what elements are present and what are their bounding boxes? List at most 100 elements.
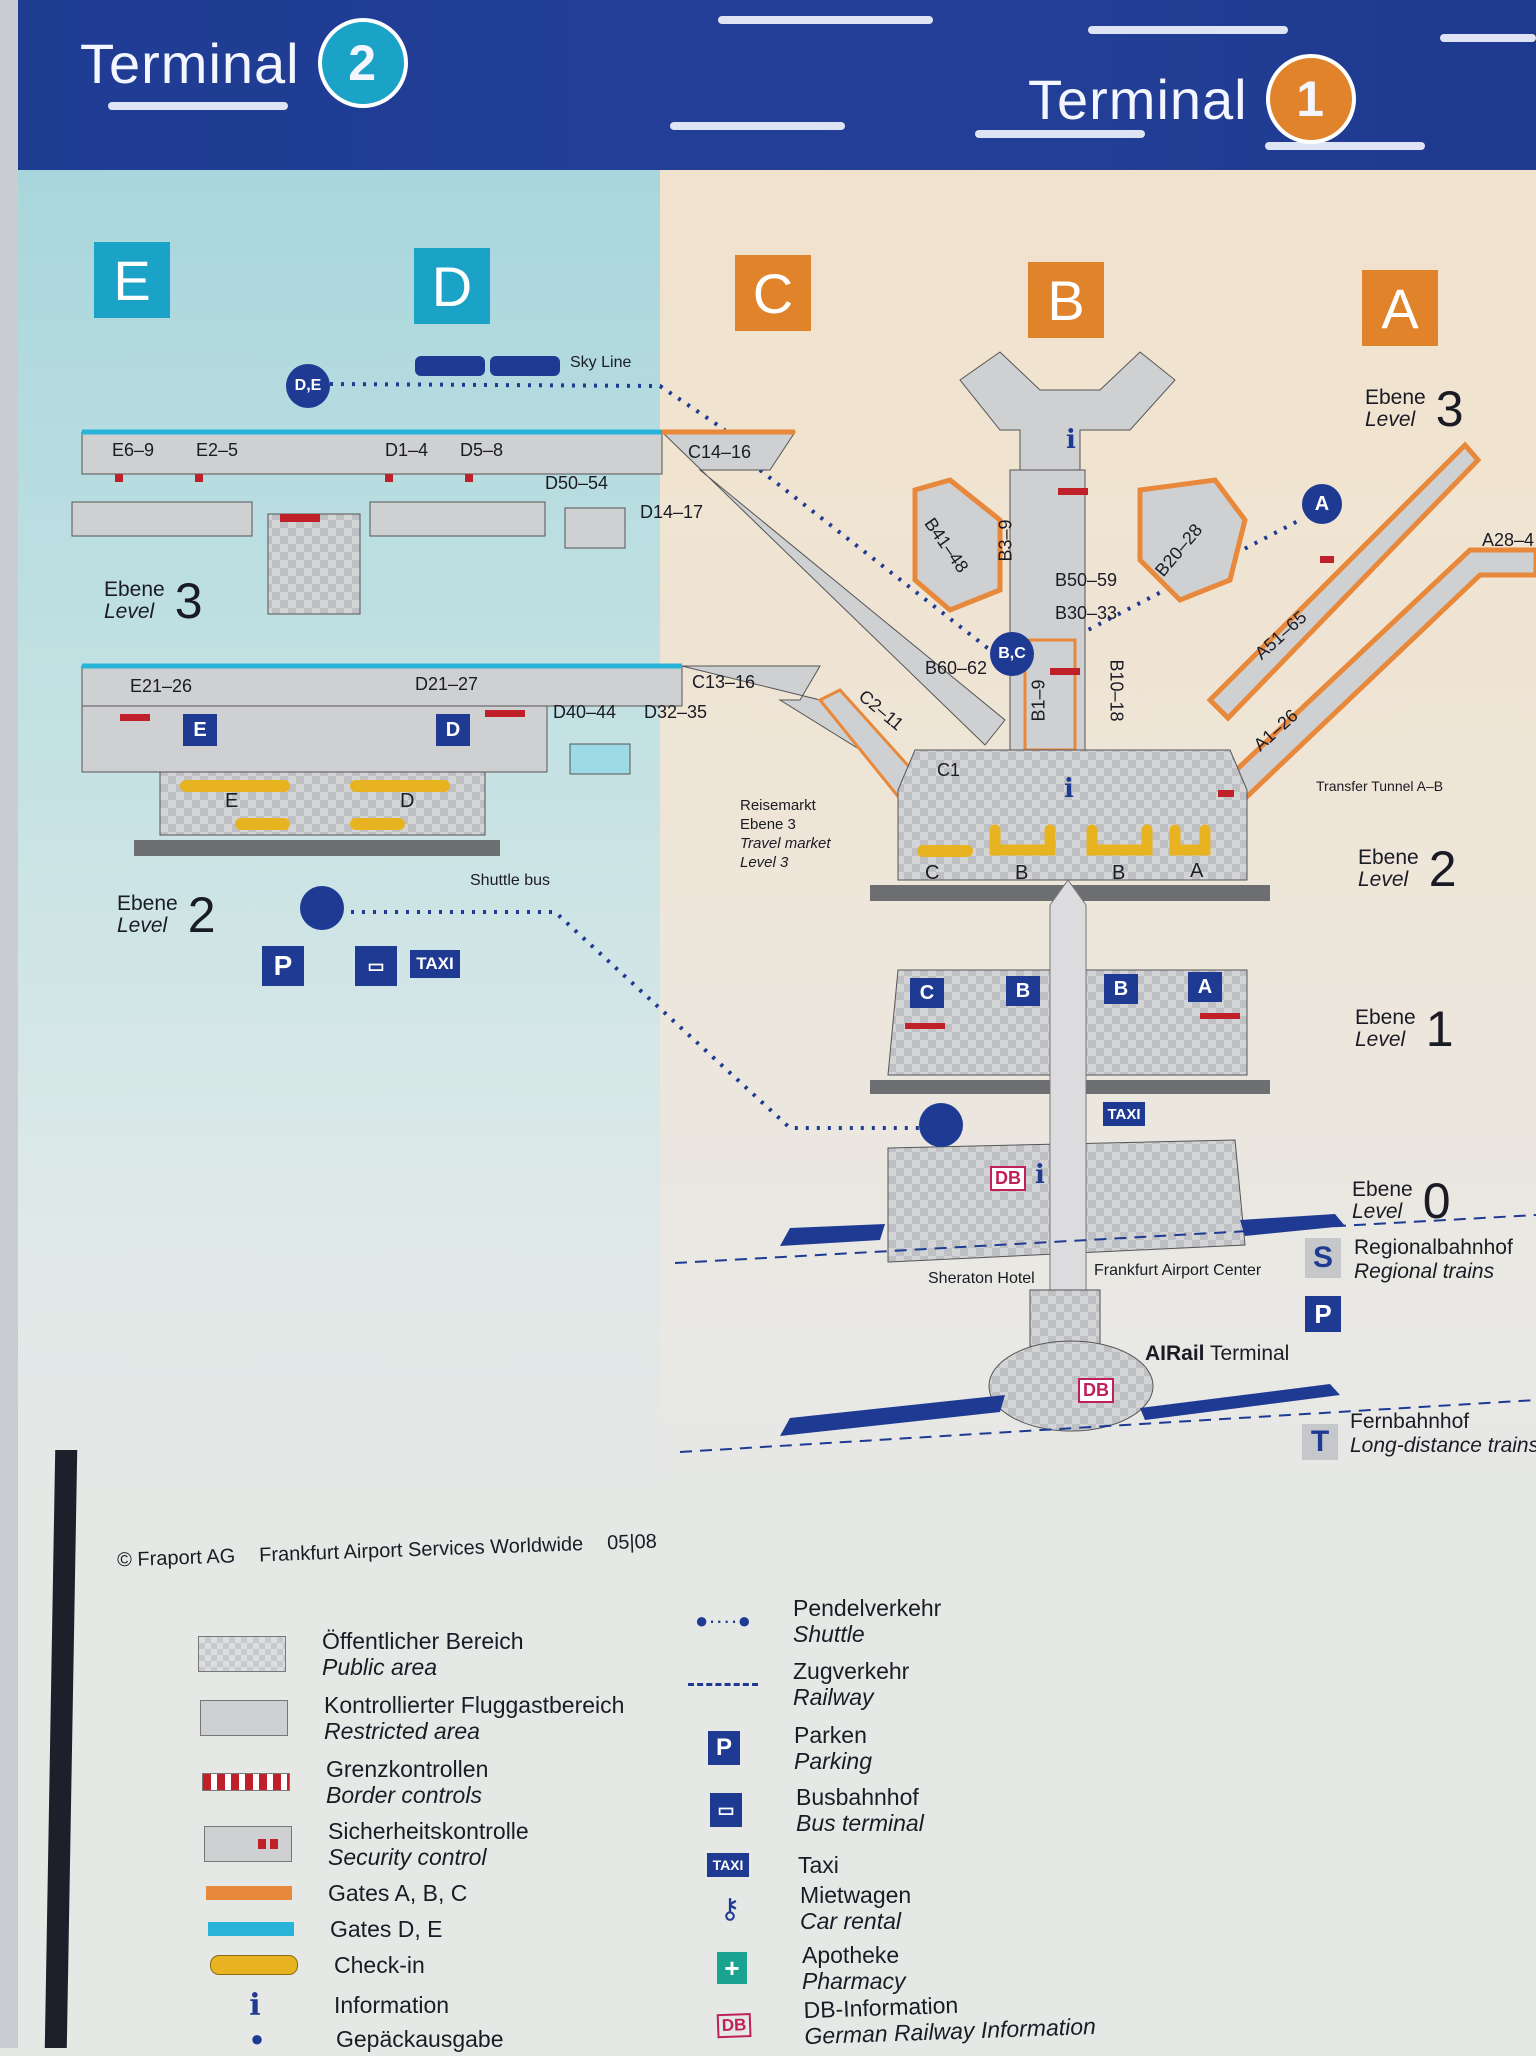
gate-label: E6–9 xyxy=(112,440,155,460)
shuttle-route xyxy=(340,910,920,1130)
skyline-label: Sky Line xyxy=(570,354,632,371)
parking-icon-t1: P xyxy=(1305,1296,1341,1332)
legend-en: Car rental xyxy=(800,1908,901,1934)
legend-en: Public area xyxy=(322,1654,438,1680)
legend-en: Security control xyxy=(328,1844,487,1870)
checkin-badge: E xyxy=(183,714,217,746)
taxi-symbol: TAXI xyxy=(707,1853,749,1877)
ebene-text: Ebene xyxy=(1358,846,1419,869)
legend-en: Bus terminal xyxy=(796,1810,924,1836)
gate-label: B50–59 xyxy=(1055,570,1118,590)
ebene-text: Ebene xyxy=(1365,386,1426,409)
regional-train-left xyxy=(780,1224,885,1246)
concourse-a: A xyxy=(1362,270,1438,346)
transfer-tunnel-label: Transfer Tunnel A–B xyxy=(1316,778,1444,794)
ebene-text: Ebene xyxy=(1355,1006,1416,1029)
concourse-e: E xyxy=(94,242,170,318)
travel-market-de: Reisemarkt xyxy=(740,797,816,814)
gate-label: D14–17 xyxy=(640,502,704,522)
shuttle-stop-t2 xyxy=(300,886,344,930)
legend-en: Shuttle xyxy=(793,1621,865,1647)
legend-de: Sicherheitskontrolle xyxy=(328,1818,529,1844)
regional-en: Regional trains xyxy=(1354,1260,1495,1283)
level-text: Level xyxy=(1352,1200,1403,1223)
skyline-train-car xyxy=(415,356,485,376)
legend-de: Grenzkontrollen xyxy=(326,1756,489,1782)
legend-de: Information xyxy=(334,1992,450,2018)
information-icon: i xyxy=(1066,425,1076,455)
legend-de: Check-in xyxy=(334,1952,425,1978)
public-area-swatch xyxy=(198,1636,286,1672)
legend-en: Border controls xyxy=(326,1782,482,1808)
ebene-text: Ebene xyxy=(1352,1178,1413,1201)
checkin-badge: B xyxy=(1104,974,1138,1004)
skyline-stop-de: D,E xyxy=(286,364,330,408)
ebene-text: Ebene xyxy=(104,578,165,601)
airail-station xyxy=(988,1340,1154,1432)
gate-label: E2–5 xyxy=(196,440,239,460)
level-text: Level xyxy=(1365,408,1416,431)
s-bahn-icon: S xyxy=(1305,1238,1341,1278)
checkin-badge: B xyxy=(1006,976,1040,1006)
legend-de: Zugverkehr xyxy=(793,1658,910,1684)
fac-label: Frankfurt Airport Center xyxy=(1094,1262,1262,1279)
restricted-area-swatch xyxy=(200,1700,288,1736)
skyline-route-a xyxy=(1029,518,1301,662)
parking-symbol: P xyxy=(708,1731,740,1765)
t1-level2 xyxy=(897,749,1248,881)
legend-de: Busbahnhof xyxy=(796,1784,919,1810)
db-info-icon: DB xyxy=(1078,1378,1114,1403)
level-number: 3 xyxy=(1435,381,1464,437)
legend-item: Check-in xyxy=(210,1952,425,1978)
information-icon: i xyxy=(1035,1160,1045,1190)
longdistance-train-left xyxy=(780,1395,1005,1436)
legend-de: Pendelverkehr xyxy=(793,1595,942,1621)
gates-abc-swatch xyxy=(206,1886,292,1900)
level-number: 2 xyxy=(1428,841,1457,897)
ebene-text: Ebene xyxy=(117,892,178,915)
level-text: Level xyxy=(104,600,155,623)
longdistance-train-right xyxy=(1140,1384,1340,1420)
legend-item: TAXI Taxi xyxy=(688,1852,839,1878)
gate-label: D50–54 xyxy=(545,473,609,493)
level-number: 1 xyxy=(1425,1001,1454,1057)
legend-en: Pharmacy xyxy=(802,1968,906,1994)
gate-label: D40–44 xyxy=(553,702,617,722)
terminal-2-title: Terminal 2 xyxy=(80,18,408,108)
level-text: Level xyxy=(1355,1028,1406,1051)
airail-terminal-label: AIRail Terminal xyxy=(1145,1342,1289,1366)
bus-terminal-icon: ▭ xyxy=(355,946,397,986)
checkin-badge: A xyxy=(1188,972,1222,1002)
parking-legend-icon: P xyxy=(684,1731,764,1765)
legend-de: Taxi xyxy=(798,1852,839,1878)
legend-item: ●Gepäckausgabe xyxy=(214,2022,503,2056)
border-control-swatch xyxy=(202,1773,290,1791)
concourse-d: D xyxy=(414,248,490,324)
legend-item: Gates A, B, C xyxy=(206,1880,467,1906)
travel-market-level-de: Ebene 3 xyxy=(740,816,796,833)
shuttle-legend-icon: ●····● xyxy=(695,1608,751,1633)
gate-label: B3–9 xyxy=(995,519,1016,562)
legend-de: Gates D, E xyxy=(330,1916,443,1942)
copyright: © Fraport AG xyxy=(116,1545,236,1572)
gate-label: E21–26 xyxy=(130,676,193,696)
airail-terminal-text: Terminal xyxy=(1209,1342,1290,1365)
terminal-1-title: Terminal 1 xyxy=(1028,54,1356,144)
gate-label: D1–4 xyxy=(385,440,429,460)
shuttle-stop-t1 xyxy=(919,1103,963,1147)
railway-legend-icon xyxy=(683,1682,763,1686)
skyline-train-car xyxy=(490,356,560,376)
gate-label: D32–35 xyxy=(644,702,708,722)
security-control-swatch xyxy=(204,1826,292,1862)
